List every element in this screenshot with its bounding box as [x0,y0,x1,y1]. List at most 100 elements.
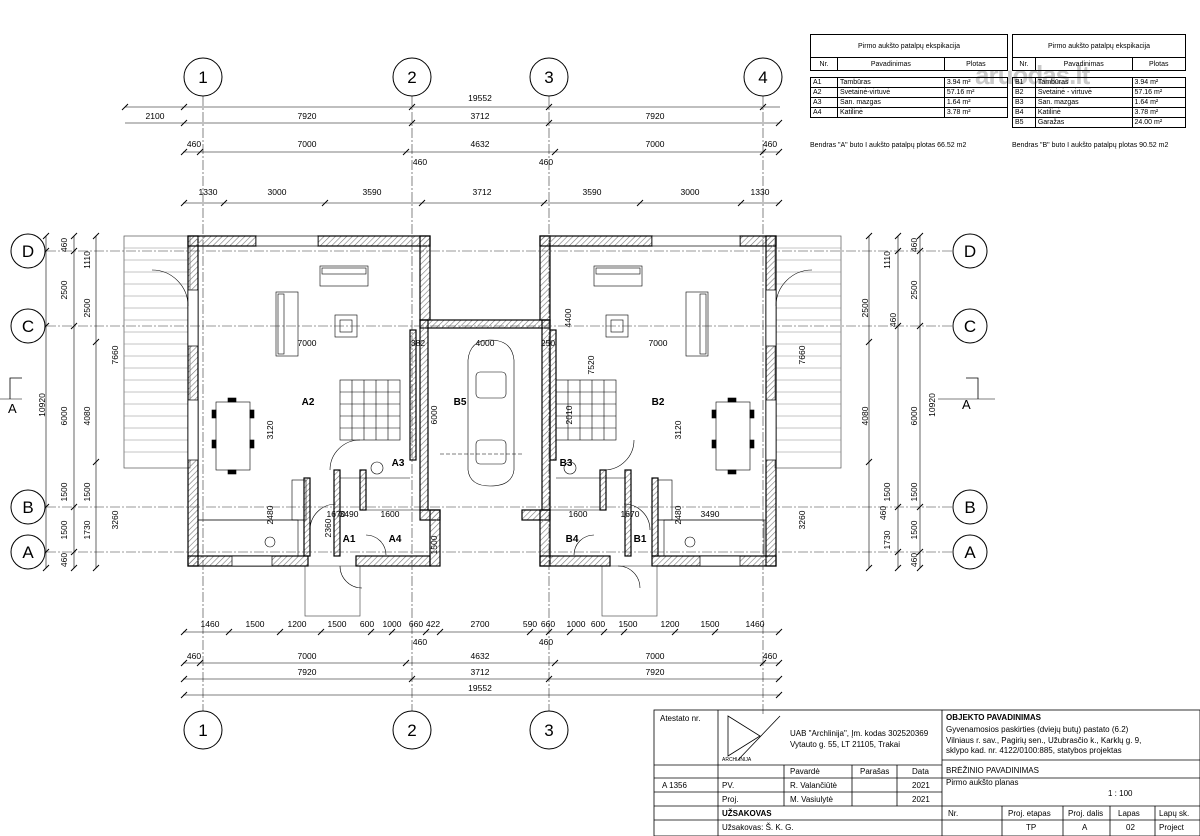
dimension-lines [0,106,995,696]
footer-lapas-value: 02 [1126,823,1135,832]
dim-right-10: 460 [909,553,919,567]
room-label-b1: B1 [634,534,647,545]
dim-overall-top: 19552 [468,93,492,103]
dim-left-3: 2500 [82,298,92,317]
dim-b1-10: 660 [541,619,555,629]
room-label-a1: A1 [343,534,356,545]
dim-int-7: 6000 [429,405,439,424]
title-block-frame [653,709,1200,836]
dim-b1-8: 2700 [471,619,490,629]
dim-r3-6: 1330 [751,187,770,197]
axis-label-top-1: 1 [198,68,207,87]
company-address: Vytauto g. 55, LT 21105, Trakai [790,740,900,749]
footer-etapas-label: Proj. etapas [1008,809,1051,818]
dim-b1-14: 1200 [661,619,680,629]
dim-r2-mid-1: 460 [539,157,553,167]
interior-lines [197,477,766,557]
dim-r3-3: 3712 [473,187,492,197]
section-mark-right: A [962,397,971,412]
axis-bubbles [10,57,988,750]
dim-right-in-0: 7660 [797,345,807,364]
table-b-title: Pirmo aukšto patalpų ekspikacija [1012,34,1186,58]
dim-int-10: 3120 [673,420,683,439]
footer-nr-label: Nr. [948,809,959,818]
walls [187,235,777,567]
table-b-header-nr: Nr. [1012,57,1036,71]
dim-b1-13: 1500 [619,619,638,629]
section-arrows [9,377,979,399]
axis-label-top-3: 3 [544,68,553,87]
dim-b1-15: 1500 [701,619,720,629]
dim-right-9: 1730 [882,530,892,549]
axis-gridlines [46,96,955,715]
dim-r2-1: 7000 [298,139,317,149]
dim-right-6: 1500 [909,482,919,501]
section-mark-left: A [8,401,17,416]
axis-label-left-a: A [22,543,34,562]
dim-r2-2: 4632 [471,139,490,149]
dim-left-in-0: 7660 [110,345,120,364]
dim-b2-0: 460 [187,651,201,661]
object-header: OBJEKTO PAVADINIMAS [946,713,1041,722]
axis-label-bottom-3: 3 [544,721,553,740]
dim-int-0: 7000 [298,338,317,348]
dim-left-7: 1500 [82,482,92,501]
dim-int-3: 250 [541,338,555,348]
dim-b1-11: 1000 [567,619,586,629]
dim-b1-mid-1: 460 [539,637,553,647]
terrace-right [774,235,842,469]
object-line-3: sklypo kad. nr. 4122/0100:885, statybos … [946,746,1122,755]
axis-label-left-b: B [22,498,33,517]
dim-int-18: 1600 [569,509,588,519]
dim-b1-9: 590 [523,619,537,629]
axis-label-top-4: 4 [758,68,767,87]
dim-overall-bottom: 19552 [468,683,492,693]
dim-left-9: 460 [59,553,69,567]
dim-b3-0: 7920 [298,667,317,677]
dim-top-offset: 2100 [146,111,165,121]
dim-left-6: 1500 [59,482,69,501]
dim-int-6: 7520 [586,355,596,374]
dim-r3-0: 1330 [199,187,218,197]
table-a-title: Pirmo aukšto patalpų ekspikacija [810,34,1008,58]
dim-r2-3: 7000 [646,139,665,149]
dim-r3-4: 3590 [583,187,602,197]
dim-left-2: 2500 [59,280,69,299]
company-name: UAB "Archlinija", Įm. kodas 302520369 [790,729,929,738]
dim-r2-mid-0: 460 [413,157,427,167]
dim-right-8: 1500 [909,520,919,539]
dim-b1-0: 1460 [201,619,220,629]
room-label-a2: A2 [302,397,315,408]
dim-left-8b: 1500 [59,520,69,539]
dim-int-12: 3490 [701,509,720,519]
room-label-a3: A3 [392,458,405,469]
axis-label-right-c: C [964,317,976,336]
dim-left-0: 460 [59,238,69,252]
dim-b1-12: 600 [591,619,605,629]
axis-label-right-b: B [964,498,975,517]
dim-int-16: 1670 [621,509,640,519]
axis-label-left-d: D [22,242,34,261]
footer-etapas-value: TP [1026,823,1037,832]
dim-right-1: 1110 [882,251,892,269]
dim-int-1: 382 [411,338,425,348]
dim-b1-16: 1460 [746,619,765,629]
dim-top-a: 7920 [298,111,317,121]
proj-label: Proj. [722,795,739,804]
dim-r3-2: 3590 [363,187,382,197]
pv-date: 2021 [912,781,930,790]
dim-b2-3: 7000 [646,651,665,661]
object-line-2: Vilniaus r. sav., Pagirių sen., Užubrasč… [946,736,1142,745]
table-a-header-nr: Nr. [810,57,838,71]
room-label-a4: A4 [389,534,402,545]
col-data: Data [912,767,929,776]
dim-int-4: 7000 [649,338,668,348]
dim-left-in-1: 4080 [82,406,92,425]
pv-name: R. Valančiūtė [790,781,837,790]
pv-label: PV. [722,781,735,790]
